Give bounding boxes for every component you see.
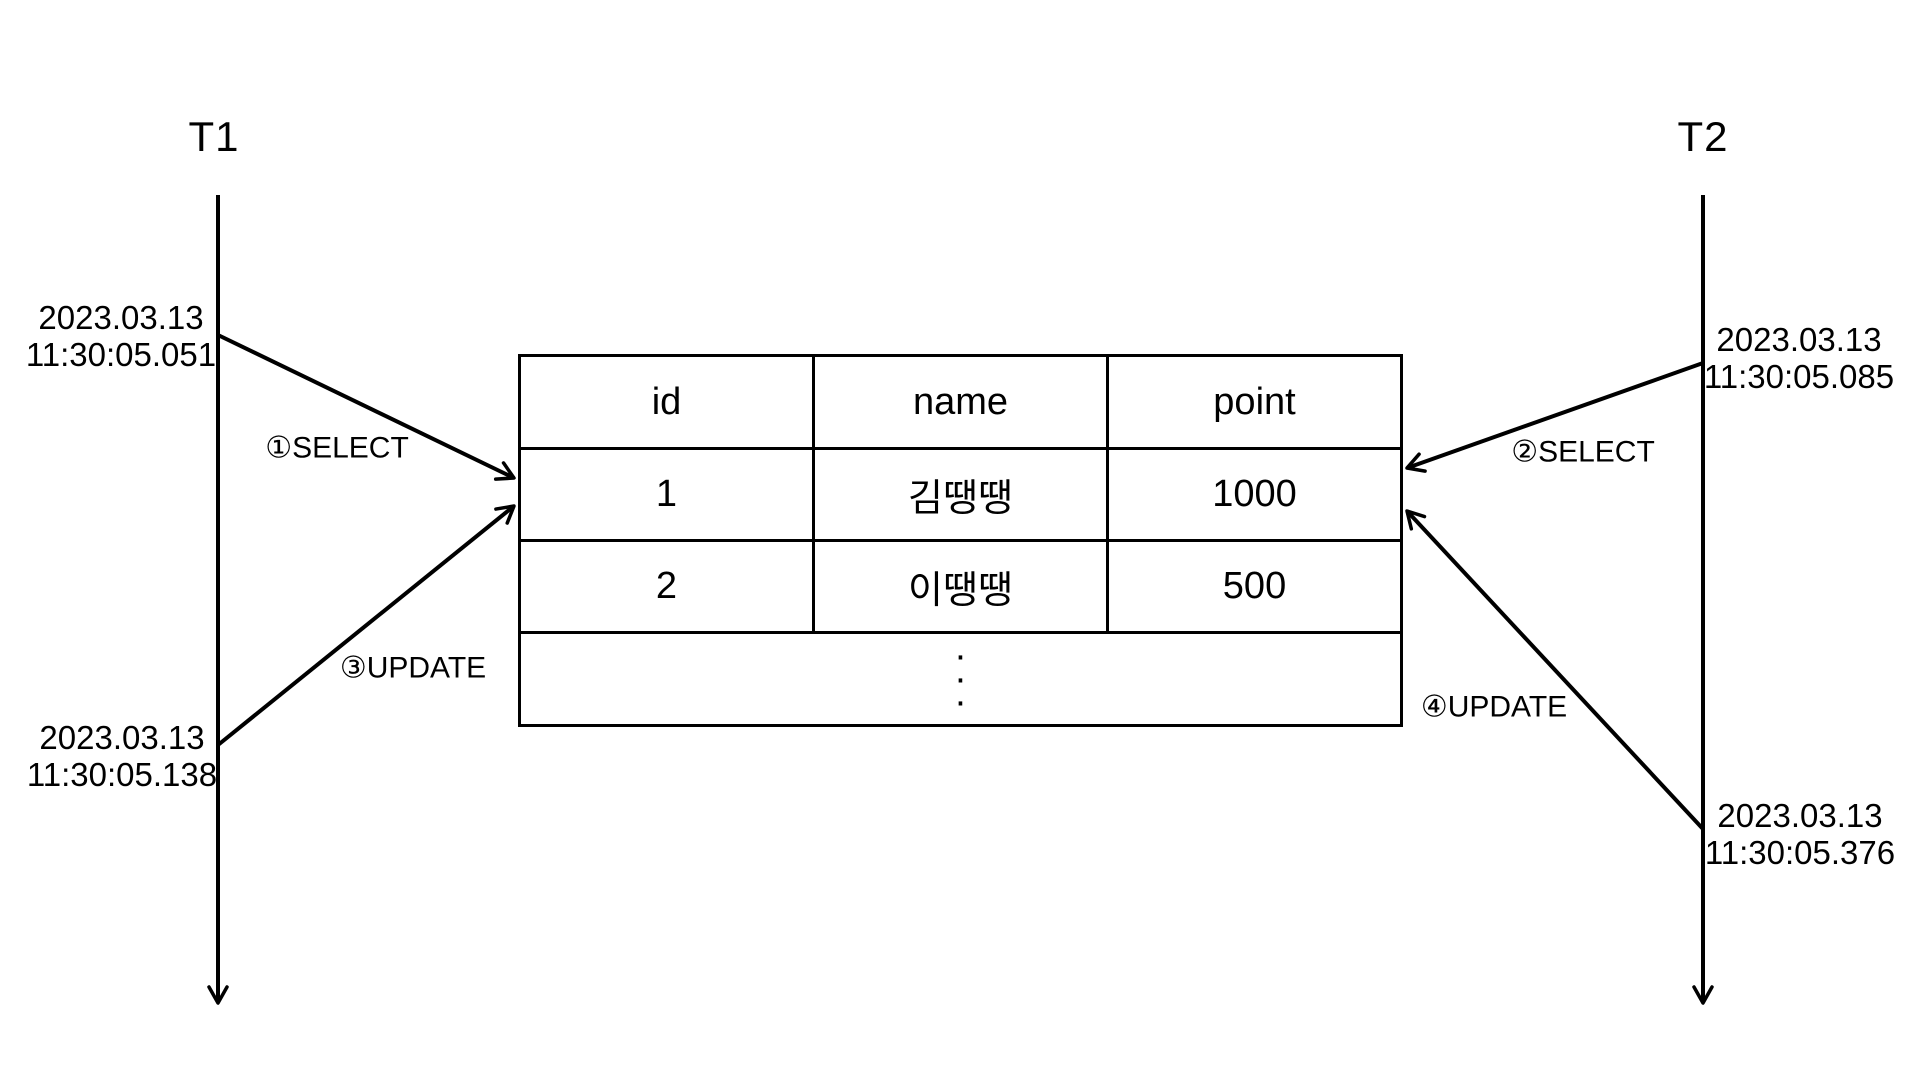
t2-label: T2 xyxy=(1677,113,1729,160)
timestamp-op3: 2023.03.13 11:30:05.138 xyxy=(27,719,217,793)
arrow-op3-update xyxy=(216,504,516,747)
timestamp-op1-time: 11:30:05.051 xyxy=(25,336,217,373)
db-table-row-1: 1 김땡땡 1000 xyxy=(518,447,1403,542)
timestamp-op3-time: 11:30:05.138 xyxy=(26,756,218,793)
timestamp-op4: 2023.03.13 11:30:05.376 xyxy=(1705,797,1895,871)
ellipsis-dot: · xyxy=(954,657,967,700)
timestamp-op2: 2023.03.13 11:30:05.085 xyxy=(1704,321,1894,395)
db-table-row1-id: 1 xyxy=(518,447,815,542)
db-table-header-row: id name point xyxy=(518,354,1403,450)
arrow-op1-select xyxy=(217,333,516,481)
db-table-header-name: name xyxy=(812,354,1109,450)
op4-update-label: ④UPDATE xyxy=(1420,690,1568,724)
db-table: id name point 1 김땡땡 1000 2 이땡땡 500 · · · xyxy=(518,354,1403,727)
op1-select-label: ①SELECT xyxy=(265,431,409,465)
db-table-row1-name: 김땡땡 xyxy=(812,447,1109,542)
db-table-row2-id: 2 xyxy=(518,539,815,634)
t1-label: T1 xyxy=(188,113,240,160)
timestamp-op4-time: 11:30:05.376 xyxy=(1704,834,1896,871)
timestamp-op2-time: 11:30:05.085 xyxy=(1703,358,1895,395)
timestamp-op1-date: 2023.03.13 xyxy=(38,299,204,336)
db-table-row-2: 2 이땡땡 500 xyxy=(518,539,1403,634)
timestamp-op1: 2023.03.13 11:30:05.051 xyxy=(26,299,216,373)
timestamp-op4-date: 2023.03.13 xyxy=(1717,797,1883,834)
timestamp-op2-date: 2023.03.13 xyxy=(1716,321,1882,358)
db-table-header-point: point xyxy=(1106,354,1403,450)
op2-select-label: ②SELECT xyxy=(1511,435,1655,469)
db-table-row1-point: 1000 xyxy=(1106,447,1403,542)
more-rows-ellipsis: · · · xyxy=(518,631,1403,727)
db-table-header-id: id xyxy=(518,354,815,450)
ellipsis-dot: · xyxy=(954,634,967,677)
ellipsis-dot: · xyxy=(954,680,967,723)
arrow-op2-select xyxy=(1405,361,1704,473)
op3-update-label: ③UPDATE xyxy=(339,651,487,685)
timestamp-op3-date: 2023.03.13 xyxy=(39,719,205,756)
db-table-row2-point: 500 xyxy=(1106,539,1403,634)
db-table-row2-name: 이땡땡 xyxy=(812,539,1109,634)
db-table-more-rows: · · · xyxy=(518,631,1403,727)
arrow-op4-update xyxy=(1405,509,1705,831)
